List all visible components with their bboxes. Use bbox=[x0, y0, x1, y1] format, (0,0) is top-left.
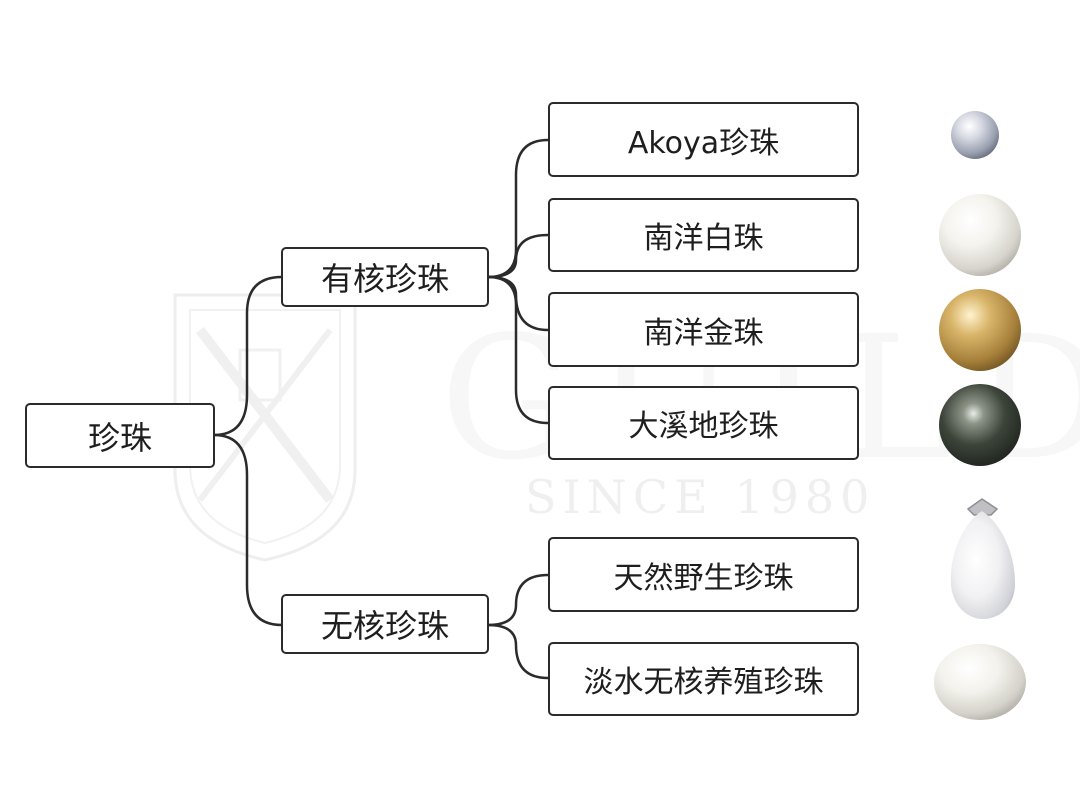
south-sea-golden-pearl-icon bbox=[939, 289, 1021, 371]
tahitian-pearl-icon bbox=[939, 384, 1021, 466]
south-sea-white-pearl-icon bbox=[939, 194, 1021, 276]
leaf-node-natural-wild: 天然野生珍珠 bbox=[548, 537, 859, 612]
leaf-node-south-sea-golden: 南洋金珠 bbox=[548, 292, 859, 367]
branch-node-nucleated: 有核珍珠 bbox=[281, 247, 489, 307]
leaf-node-freshwater: 淡水无核养殖珍珠 bbox=[548, 642, 859, 716]
watermark-since: SINCE 1980 bbox=[525, 470, 876, 524]
natural-wild-pearl-icon bbox=[950, 498, 1015, 619]
leaf-node-akoya: Akoya珍珠 bbox=[548, 102, 859, 177]
freshwater-pearl-icon bbox=[934, 644, 1026, 720]
branch-node-non-nucleated: 无核珍珠 bbox=[281, 594, 489, 654]
leaf-node-tahitian: 大溪地珍珠 bbox=[548, 386, 859, 460]
leaf-node-south-sea-white: 南洋白珠 bbox=[548, 198, 859, 272]
akoya-pearl-icon bbox=[951, 111, 999, 159]
root-node: 珍珠 bbox=[25, 403, 215, 468]
